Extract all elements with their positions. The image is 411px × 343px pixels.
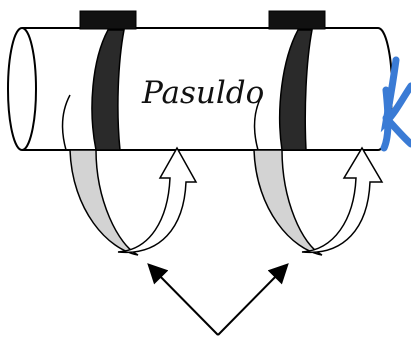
blue-mark — [380, 56, 411, 152]
pipe-label: Pasuldo — [141, 75, 264, 111]
strap-right — [253, 10, 326, 256]
arrow-wrap-left — [117, 146, 198, 254]
pointer-arrows — [147, 263, 289, 336]
arrow-wrap-right — [301, 146, 384, 254]
strap-left — [61, 10, 139, 256]
